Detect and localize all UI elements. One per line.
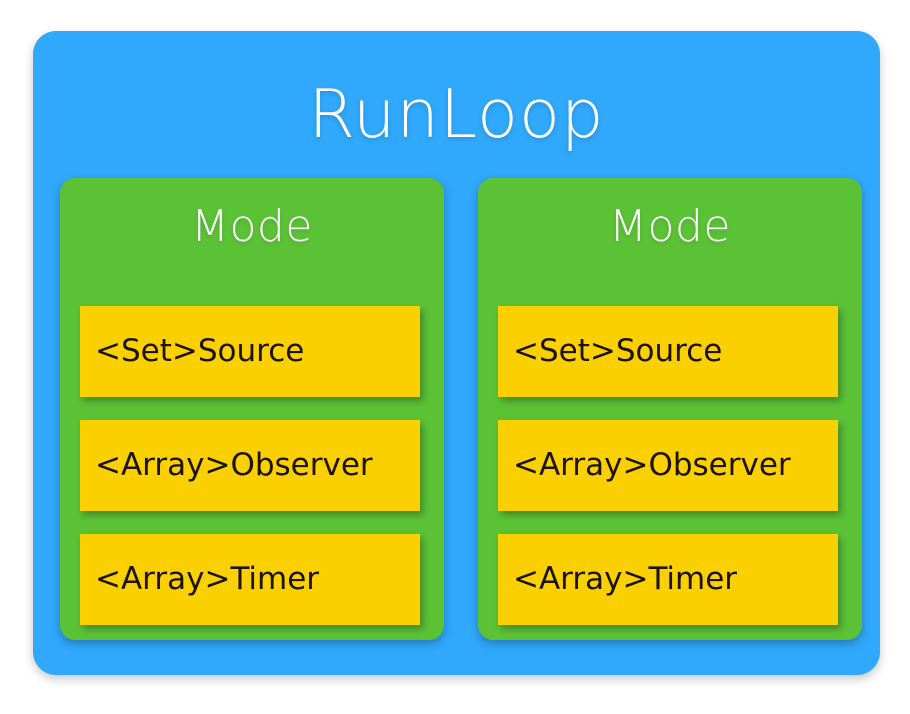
item-label-timer-left: <Array>Timer <box>95 561 320 597</box>
item-label-observer-right: <Array>Observer <box>513 447 791 483</box>
item-box-observer-left: <Array>Observer <box>80 420 420 511</box>
mode-items-left: <Set>Source <Array>Observer <Array>Timer <box>80 306 420 625</box>
item-box-source-right: <Set>Source <box>498 306 838 397</box>
mode-title-right: Mode <box>609 201 731 252</box>
runloop-panel: RunLoop Mode <Set>Source <Array>Observer… <box>33 31 880 675</box>
item-box-timer-left: <Array>Timer <box>80 534 420 625</box>
item-label-source-right: <Set>Source <box>513 333 723 369</box>
mode-panel-right: Mode <Set>Source <Array>Observer <Array>… <box>478 178 862 640</box>
runloop-title: RunLoop <box>308 75 605 153</box>
mode-title-left: Mode <box>191 201 313 252</box>
item-box-source-left: <Set>Source <box>80 306 420 397</box>
item-label-timer-right: <Array>Timer <box>513 561 738 597</box>
modes-row: Mode <Set>Source <Array>Observer <Array>… <box>60 178 862 640</box>
mode-items-right: <Set>Source <Array>Observer <Array>Timer <box>498 306 838 625</box>
item-label-source-left: <Set>Source <box>95 333 305 369</box>
item-box-timer-right: <Array>Timer <box>498 534 838 625</box>
item-label-observer-left: <Array>Observer <box>95 447 373 483</box>
mode-panel-left: Mode <Set>Source <Array>Observer <Array>… <box>60 178 444 640</box>
item-box-observer-right: <Array>Observer <box>498 420 838 511</box>
